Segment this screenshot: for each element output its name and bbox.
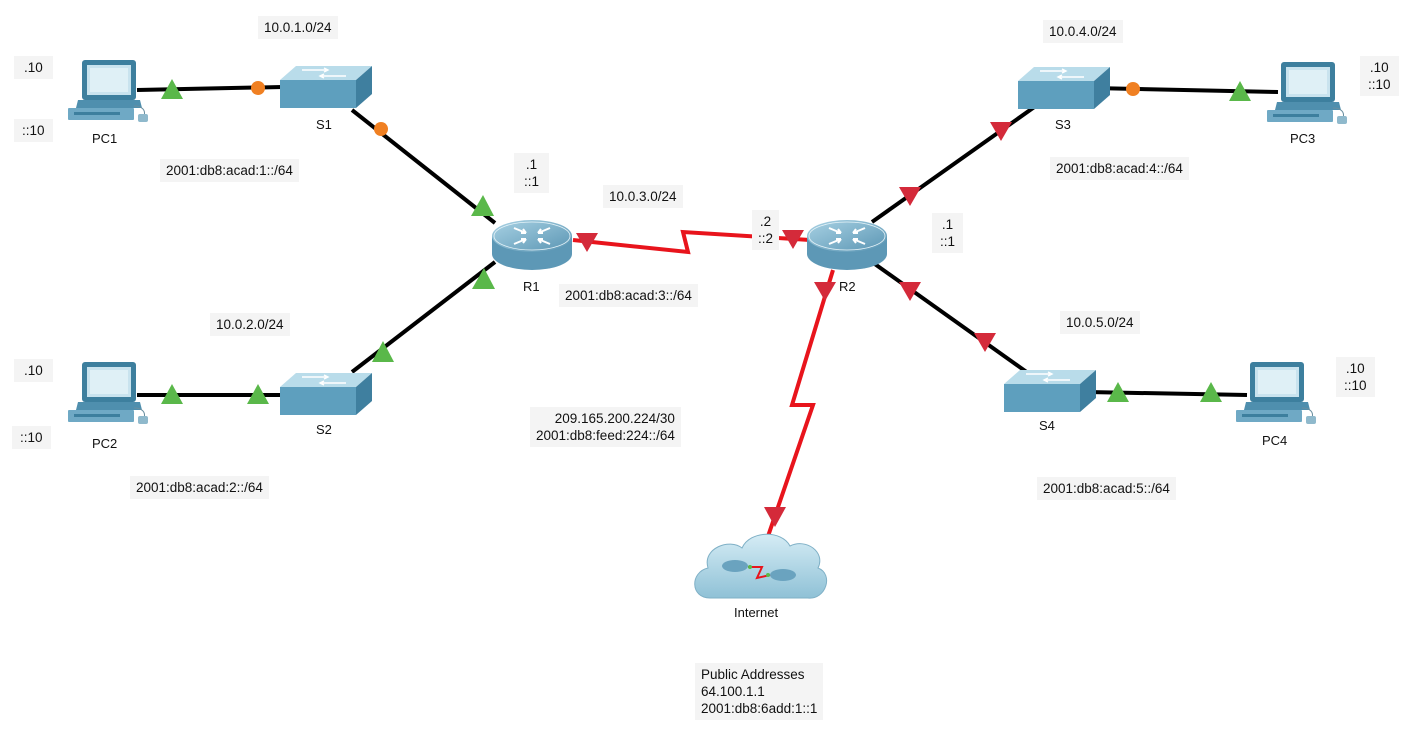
link-r1-r2-serial xyxy=(572,229,811,255)
pc1-device xyxy=(67,59,149,123)
status-down-triangle xyxy=(990,122,1012,141)
pc2-device xyxy=(67,361,149,425)
r2-serial-host-label: .2 ::2 xyxy=(752,210,780,250)
link-r2-internet-serial xyxy=(763,269,835,546)
public-ipv4: 64.100.1.1 xyxy=(701,684,765,699)
link-r2-s4 xyxy=(870,260,1037,380)
status-blocking-dot xyxy=(1126,82,1140,96)
status-down-triangle xyxy=(782,230,804,249)
pc3-name[interactable]: PC3 xyxy=(1290,131,1316,146)
status-up-triangle xyxy=(161,384,183,404)
s2-device xyxy=(279,372,373,416)
pc2-ipv6-host: ::10 xyxy=(12,426,51,449)
link-s3-pc3 xyxy=(1092,86,1279,94)
status-down-triangle xyxy=(899,282,921,301)
isp-ipv6: 2001:db8:feed:224::/64 xyxy=(536,428,675,443)
s3-device xyxy=(1017,66,1111,110)
pc1-ipv6-host: ::10 xyxy=(14,119,53,142)
r2-ipv4-host: .1 xyxy=(941,217,954,232)
pc4-host-label: .10 ::10 xyxy=(1336,357,1375,397)
r1-name[interactable]: R1 xyxy=(523,279,540,294)
net2-ipv6-label: 2001:db8:acad:2::/64 xyxy=(130,476,269,499)
s4-device xyxy=(1003,369,1097,413)
net5-ipv6-label: 2001:db8:acad:5::/64 xyxy=(1037,477,1176,500)
public-addresses-title: Public Addresses xyxy=(701,667,805,682)
r2-host-label: .1 ::1 xyxy=(932,213,964,253)
pc3-ipv4-host: .10 xyxy=(1369,60,1389,75)
net3-ipv4-label: 10.0.3.0/24 xyxy=(603,185,683,208)
internet-cloud xyxy=(694,533,828,599)
status-blocking-dot xyxy=(374,122,388,136)
net1-ipv4-label: 10.0.1.0/24 xyxy=(258,16,338,39)
status-down-triangle xyxy=(974,333,996,352)
net1-ipv6-label: 2001:db8:acad:1::/64 xyxy=(160,159,299,182)
r1-ipv6-host: ::1 xyxy=(524,174,540,189)
pc2-ipv4-host: .10 xyxy=(14,359,53,382)
r1-host-label: .1 ::1 xyxy=(514,153,550,193)
status-down-triangle xyxy=(764,507,786,527)
r2-name[interactable]: R2 xyxy=(839,279,856,294)
pc3-ipv6-host: ::10 xyxy=(1368,77,1391,92)
pc4-ipv6-host: ::10 xyxy=(1344,378,1367,393)
link-s4-pc4 xyxy=(1086,390,1248,397)
status-down-triangle xyxy=(814,282,836,301)
pc3-device xyxy=(1266,61,1348,125)
link-s2-r1 xyxy=(350,260,497,374)
s1-name[interactable]: S1 xyxy=(316,117,332,132)
pc3-host-label: .10 ::10 xyxy=(1360,56,1399,96)
r2-serial-ipv4-host: .2 xyxy=(759,214,772,229)
r2-serial-ipv6-host: ::2 xyxy=(758,231,774,246)
status-up-triangle xyxy=(372,341,394,362)
r1-ipv4-host: .1 xyxy=(525,157,538,172)
r2-device xyxy=(806,219,888,271)
status-up-triangle xyxy=(1229,81,1251,101)
s3-name[interactable]: S3 xyxy=(1055,117,1071,132)
status-up-triangle xyxy=(161,79,183,99)
link-s3-r2 xyxy=(870,101,1042,224)
status-up-triangle xyxy=(1107,382,1129,402)
status-down-triangle xyxy=(899,187,921,206)
status-up-triangle xyxy=(472,268,495,289)
net3-ipv6-label: 2001:db8:acad:3::/64 xyxy=(559,284,698,307)
net5-ipv4-label: 10.0.5.0/24 xyxy=(1060,311,1140,334)
public-ipv6: 2001:db8:6add:1::1 xyxy=(701,701,818,716)
s4-name[interactable]: S4 xyxy=(1039,418,1055,433)
pc1-ipv4-host: .10 xyxy=(14,56,53,79)
net4-ipv4-label: 10.0.4.0/24 xyxy=(1043,20,1123,43)
pc4-device xyxy=(1235,361,1317,425)
pc4-name[interactable]: PC4 xyxy=(1262,433,1288,448)
s2-name[interactable]: S2 xyxy=(316,422,332,437)
internet-name[interactable]: Internet xyxy=(734,605,779,620)
pc4-ipv4-host: .10 xyxy=(1345,361,1365,376)
status-down-triangle xyxy=(576,233,598,252)
isp-ipv4: 209.165.200.224/30 xyxy=(554,411,675,426)
isp-link-label: 209.165.200.224/30 2001:db8:feed:224::/6… xyxy=(530,407,681,447)
r2-ipv6-host: ::1 xyxy=(940,234,956,249)
status-up-triangle xyxy=(247,384,269,404)
status-up-triangle xyxy=(1200,382,1222,402)
s1-device xyxy=(279,65,373,109)
link-s1-r1 xyxy=(350,108,497,225)
r1-device xyxy=(491,219,573,271)
status-blocking-dot xyxy=(251,81,265,95)
net4-ipv6-label: 2001:db8:acad:4::/64 xyxy=(1050,157,1189,180)
status-up-triangle xyxy=(471,195,494,216)
pc2-name[interactable]: PC2 xyxy=(92,436,118,451)
public-addresses-label: Public Addresses 64.100.1.1 2001:db8:6ad… xyxy=(695,663,824,720)
net2-ipv4-label: 10.0.2.0/24 xyxy=(210,313,290,336)
pc1-name[interactable]: PC1 xyxy=(92,131,118,146)
